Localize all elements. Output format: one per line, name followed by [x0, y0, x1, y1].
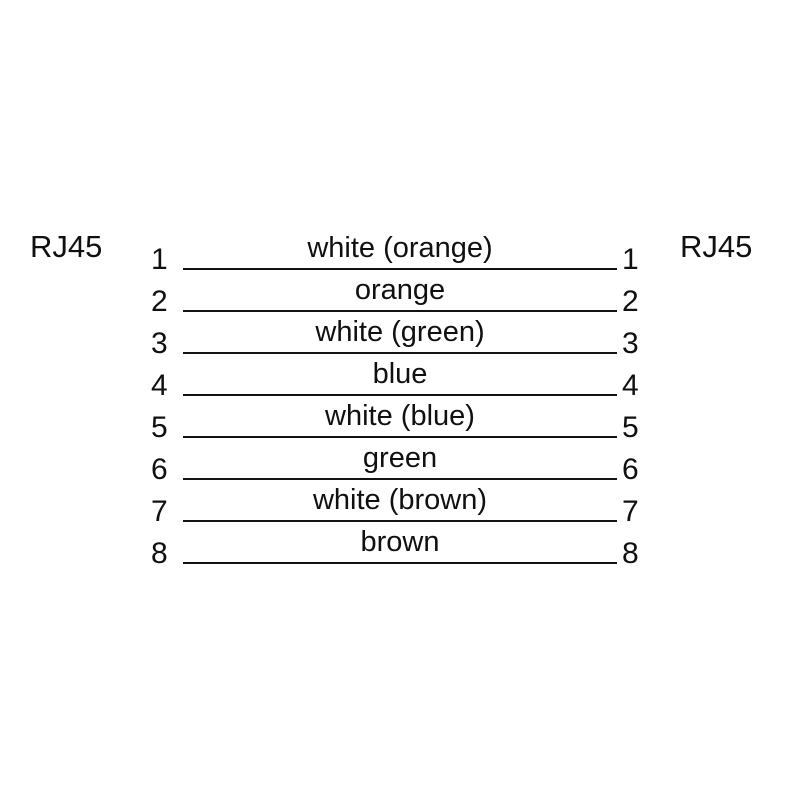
- pin-number-left: 1: [151, 243, 168, 276]
- pin-number-right: 7: [622, 495, 639, 528]
- wire-line: [183, 436, 617, 438]
- pin-number-left: 4: [151, 369, 168, 402]
- wire-color-label: white (orange): [307, 232, 493, 264]
- wire-color-label: white (green): [315, 316, 485, 348]
- wire-color-label: orange: [354, 274, 446, 306]
- wire-line: [183, 310, 617, 312]
- pin-number-right: 1: [622, 243, 639, 276]
- pin-number-left: 8: [151, 537, 168, 570]
- pin-number-right: 5: [622, 411, 639, 444]
- wire-line: [183, 562, 617, 564]
- wire-line: [183, 478, 617, 480]
- pin-number-left: 2: [151, 285, 168, 318]
- pin-row: green 6 6: [0, 438, 800, 485]
- wire-color-label: green: [362, 442, 438, 474]
- pin-row: orange 2 2: [0, 270, 800, 317]
- pin-number-right: 2: [622, 285, 639, 318]
- pin-number-left: 3: [151, 327, 168, 360]
- right-connector-label: RJ45: [680, 229, 753, 264]
- pin-row: white (blue) 5 5: [0, 396, 800, 443]
- pin-number-right: 8: [622, 537, 639, 570]
- pin-number-right: 4: [622, 369, 639, 402]
- pin-number-left: 7: [151, 495, 168, 528]
- wire-color-label: white (blue): [325, 400, 475, 432]
- wire-line: [183, 268, 617, 270]
- pin-row: blue 4 4: [0, 354, 800, 401]
- wire-color-label: brown: [360, 526, 440, 558]
- pin-row: brown 8 8: [0, 522, 800, 569]
- pin-number-right: 3: [622, 327, 639, 360]
- wire-line: [183, 520, 617, 522]
- pin-number-left: 6: [151, 453, 168, 486]
- wire-color-label: white (brown): [312, 484, 488, 516]
- wire-line: [183, 352, 617, 354]
- pin-row: white (orange) 1 1: [0, 228, 800, 275]
- pin-row: white (brown) 7 7: [0, 480, 800, 527]
- wire-line: [183, 394, 617, 396]
- pin-number-left: 5: [151, 411, 168, 444]
- left-connector-label: RJ45: [30, 229, 103, 264]
- pin-number-right: 6: [622, 453, 639, 486]
- wire-color-label: blue: [372, 358, 428, 390]
- pin-row: white (green) 3 3: [0, 312, 800, 359]
